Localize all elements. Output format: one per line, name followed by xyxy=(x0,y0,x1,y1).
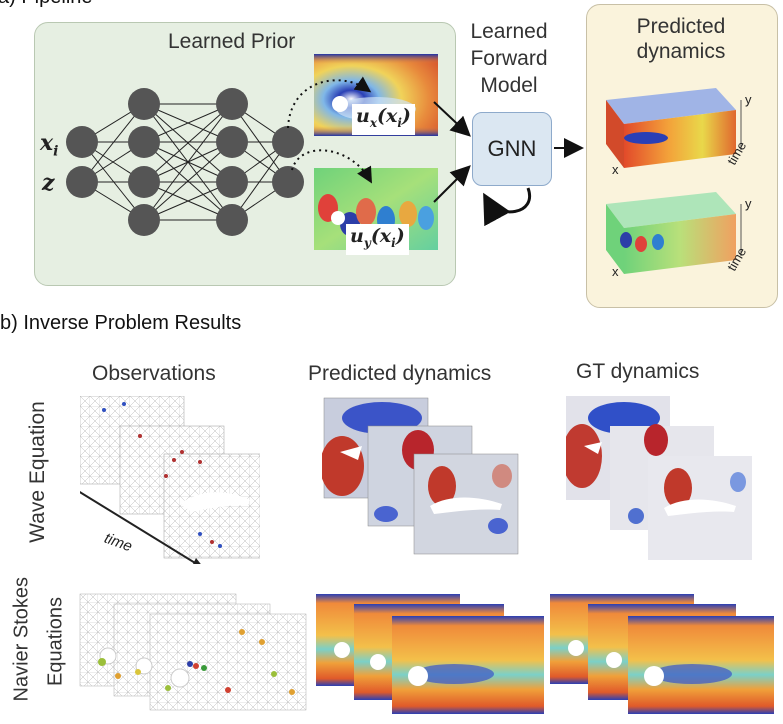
neural-network-diagram xyxy=(66,88,304,236)
network-node xyxy=(272,166,304,198)
input-z-label: z xyxy=(42,170,55,196)
gnn-label: GNN xyxy=(487,136,537,161)
axis-x-1: x xyxy=(612,162,619,177)
network-node xyxy=(128,88,160,120)
volume-2-top xyxy=(606,192,736,228)
network-node xyxy=(272,126,304,158)
gnn-arrows xyxy=(433,101,584,227)
network-node xyxy=(128,166,160,198)
wave-gt xyxy=(566,396,752,560)
ux-label: ux(xi) xyxy=(352,104,415,135)
ns-gt xyxy=(550,594,774,714)
network-edge xyxy=(231,103,289,183)
network-node xyxy=(216,88,248,120)
column-observations: Observations xyxy=(92,362,216,385)
predicted-volumes xyxy=(606,88,742,274)
network-node xyxy=(66,126,98,158)
network-edge xyxy=(143,103,233,183)
time-arrow xyxy=(80,490,199,564)
input-x-label: xi xyxy=(40,130,59,160)
wave-observations xyxy=(80,396,260,564)
column-gt-dynamics: GT dynamics xyxy=(576,360,700,383)
network-node xyxy=(216,126,248,158)
predicted-dynamics-title: Predicted dynamics xyxy=(636,15,726,63)
volume-1-top xyxy=(606,88,736,124)
learned-prior-title: Learned Prior xyxy=(168,30,296,53)
network-node xyxy=(216,204,248,236)
network-edge xyxy=(143,103,233,221)
gnn-box: GNN xyxy=(472,112,552,186)
row-navier-stokes: Navier Stokes xyxy=(10,577,33,702)
section-b-title: b) Inverse Problem Results xyxy=(0,312,242,334)
network-edge xyxy=(231,141,289,221)
axis-y-2: y xyxy=(745,196,752,211)
axis-y-1: y xyxy=(745,92,752,107)
volume-2-front xyxy=(624,214,736,274)
network-node xyxy=(216,166,248,198)
dotted-arrows xyxy=(287,76,372,184)
network-node xyxy=(66,166,98,198)
network-node xyxy=(128,126,160,158)
section-a-title: a) Pipeline xyxy=(0,0,93,9)
volume-2-side xyxy=(606,204,624,274)
network-edge xyxy=(81,141,145,221)
ns-predicted xyxy=(316,594,544,714)
column-predicted-dynamics: Predicted dynamics xyxy=(308,362,492,385)
axis-x-2: x xyxy=(612,264,619,279)
volume-1-front xyxy=(624,110,736,168)
forward-model-title: Learned Forward Model xyxy=(470,20,548,97)
wave-predicted xyxy=(322,397,519,555)
network-edge xyxy=(81,103,145,183)
network-edges xyxy=(81,103,289,221)
row-equations: Equations xyxy=(44,597,67,686)
ns-observations xyxy=(79,593,307,711)
volume-1-side xyxy=(606,100,624,168)
network-edge xyxy=(143,141,233,221)
network-node xyxy=(128,204,160,236)
row-wave-equation: Wave Equation xyxy=(26,401,49,543)
uy-label: uy(xi) xyxy=(346,224,409,255)
